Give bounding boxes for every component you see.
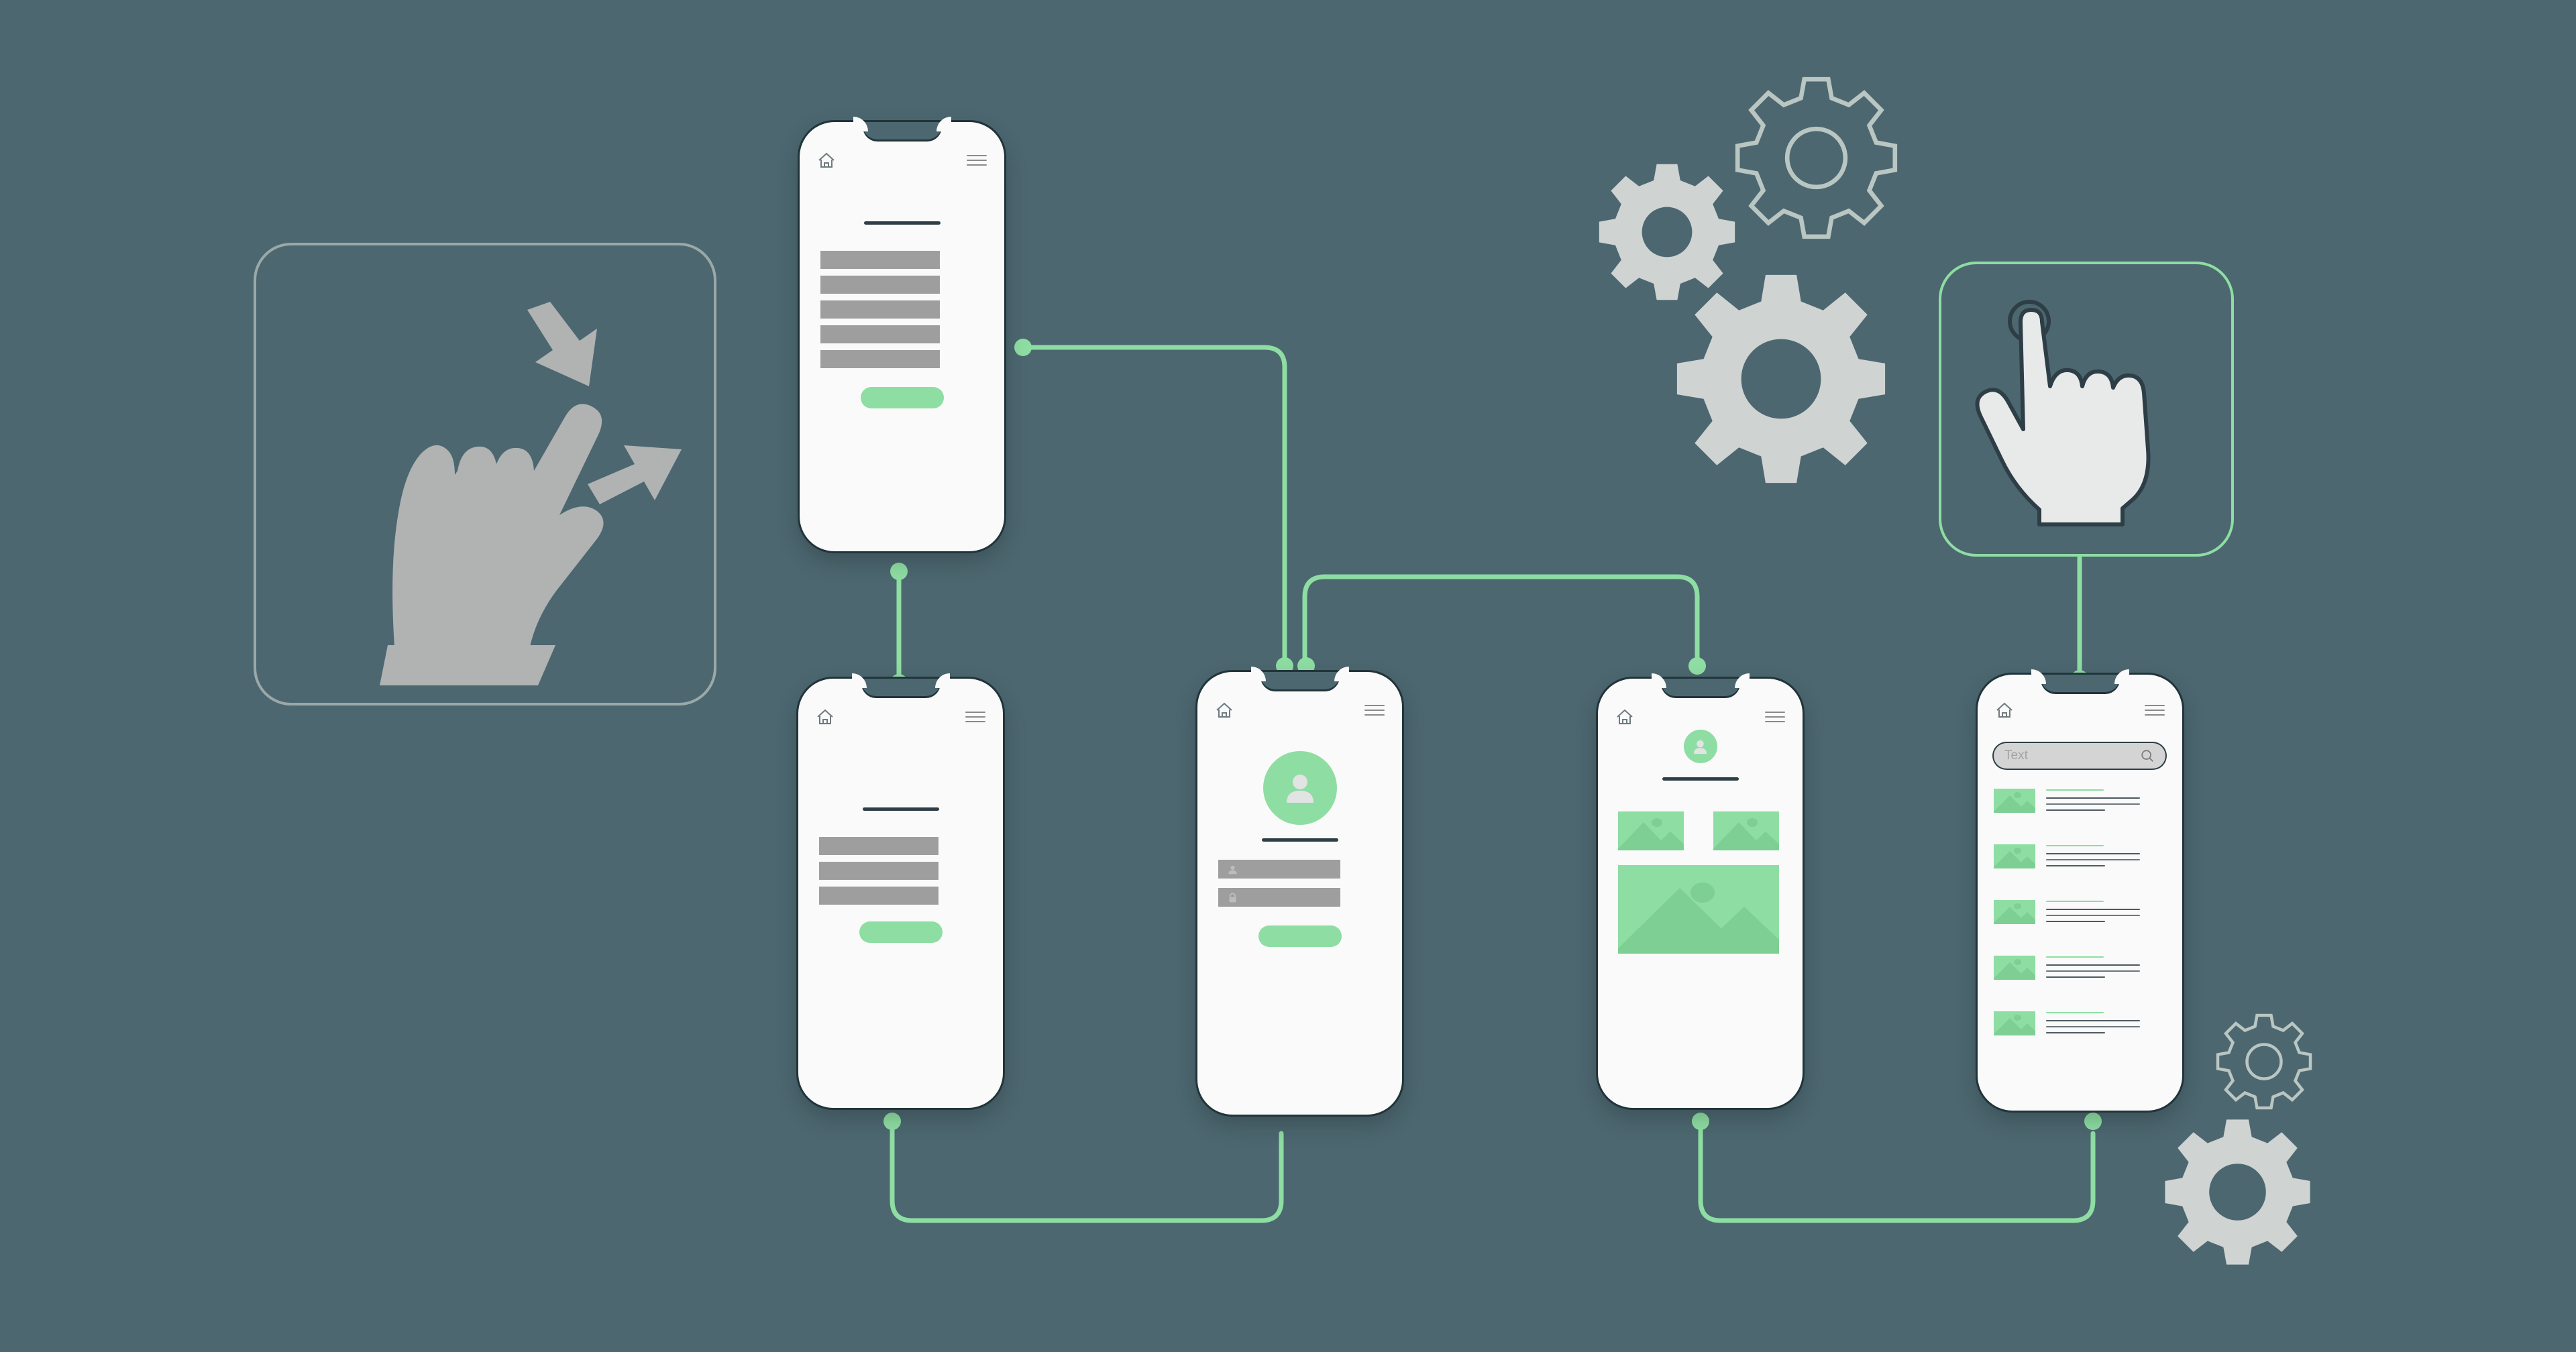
hamburger-menu-icon[interactable] [965,712,985,722]
image-thumbnail[interactable] [1618,811,1684,850]
tap-pointer-hand-icon [1975,300,2151,526]
screen-title-bar [863,221,941,225]
screen-header [1598,708,1803,726]
user-avatar-icon [1693,740,1707,754]
phone-notch [861,679,941,696]
hamburger-menu-icon[interactable] [2145,705,2165,716]
list-item[interactable] [1994,1011,2165,1038]
screen-gallery[interactable] [1598,679,1803,1108]
home-icon[interactable] [1995,701,2014,719]
placeholder-bar [820,276,940,294]
placeholder-bar [819,862,938,880]
hamburger-menu-icon[interactable] [967,155,987,166]
screen-title-bar [862,807,939,811]
image-placeholder [1994,789,2035,813]
connector-dot [883,1113,901,1130]
placeholder-bar [819,837,938,855]
result-body-line [2046,865,2105,866]
placeholder-bar [820,350,940,368]
list-item[interactable] [1994,789,2165,815]
connector-dot [2084,1113,2102,1130]
connector-dot [890,563,908,580]
list-item[interactable] [1994,844,2165,871]
home-icon[interactable] [816,708,835,726]
result-title-line [2046,901,2104,902]
result-body-line [2046,915,2140,916]
screen-content-list[interactable] [800,122,1004,551]
username-field[interactable] [1218,860,1340,879]
phone-notch [2040,675,2120,692]
gear-filled-medium [2159,1113,2316,1271]
gesture-card-pinch-zoom [254,243,716,706]
person-icon [1228,865,1237,874]
result-body-line [2046,921,2105,922]
connector-dot [1688,657,1706,675]
hero-image[interactable] [1618,865,1779,954]
search-placeholder: Text [2004,748,2028,763]
placeholder-bar [820,325,940,343]
pinch-zoom-hand-icon [380,302,682,685]
result-body-line [2046,909,2140,910]
screen-short-list[interactable] [798,679,1003,1108]
result-body-line [2046,976,2105,978]
result-title-line [2046,956,2104,958]
password-field[interactable] [1218,888,1340,907]
image-placeholder [1994,956,2035,980]
result-body-line [2046,809,2105,811]
result-body-line [2046,964,2140,966]
screen-title-bar [1662,777,1739,781]
result-title-line [2046,1012,2104,1013]
home-icon[interactable] [817,152,836,169]
home-icon[interactable] [1215,701,1234,719]
screen-title-bar [1261,838,1338,842]
result-body-line [2046,803,2140,805]
image-thumbnail[interactable] [1713,811,1779,850]
list-item[interactable] [1994,900,2165,927]
result-body-line [2046,970,2140,972]
primary-cta-button[interactable] [860,387,944,408]
list-item[interactable] [1994,956,2165,982]
hamburger-menu-icon[interactable] [1765,712,1785,722]
result-body-line [2046,1032,2105,1033]
placeholder-bar [820,300,940,319]
phone-notch [1260,672,1340,689]
primary-cta-button[interactable] [859,921,943,943]
connector-dot [1692,1113,1709,1130]
screen-header [798,708,1003,726]
gesture-card-tap [1939,262,2234,557]
search-input[interactable]: Text [1994,743,2165,769]
connector-dot [1014,339,1032,356]
hamburger-menu-icon[interactable] [1364,705,1385,716]
image-placeholder [1994,1011,2035,1035]
result-body-line [2046,1020,2140,1021]
gear-filled-large [1670,268,1892,490]
login-submit-button[interactable] [1258,925,1342,947]
result-title-line [2046,789,2104,791]
result-body-line [2046,1026,2140,1027]
screen-header [800,152,1004,169]
result-body-line [2046,797,2140,799]
lock-icon [1229,892,1236,902]
user-avatar [1263,751,1337,825]
screen-login[interactable] [1197,672,1402,1115]
result-title-line [2046,845,2104,846]
placeholder-bar [820,251,940,269]
screen-search-results[interactable]: Text [1978,675,2182,1111]
gear-filled-medium [1593,158,1741,306]
screen-header [1978,701,2182,719]
image-placeholder [1994,844,2035,868]
result-body-line [2046,859,2140,860]
placeholder-bar [819,887,938,905]
phone-notch [862,122,942,139]
result-body-line [2046,853,2140,854]
user-avatar-icon [1286,775,1313,803]
gear-outline-large [1731,72,1902,243]
search-icon[interactable] [2140,748,2155,763]
phone-notch [1660,679,1740,696]
gear-outline-small [2214,1011,2314,1112]
screen-header [1197,701,1402,719]
user-avatar [1683,730,1717,763]
home-icon[interactable] [1615,708,1634,726]
image-placeholder [1994,900,2035,924]
